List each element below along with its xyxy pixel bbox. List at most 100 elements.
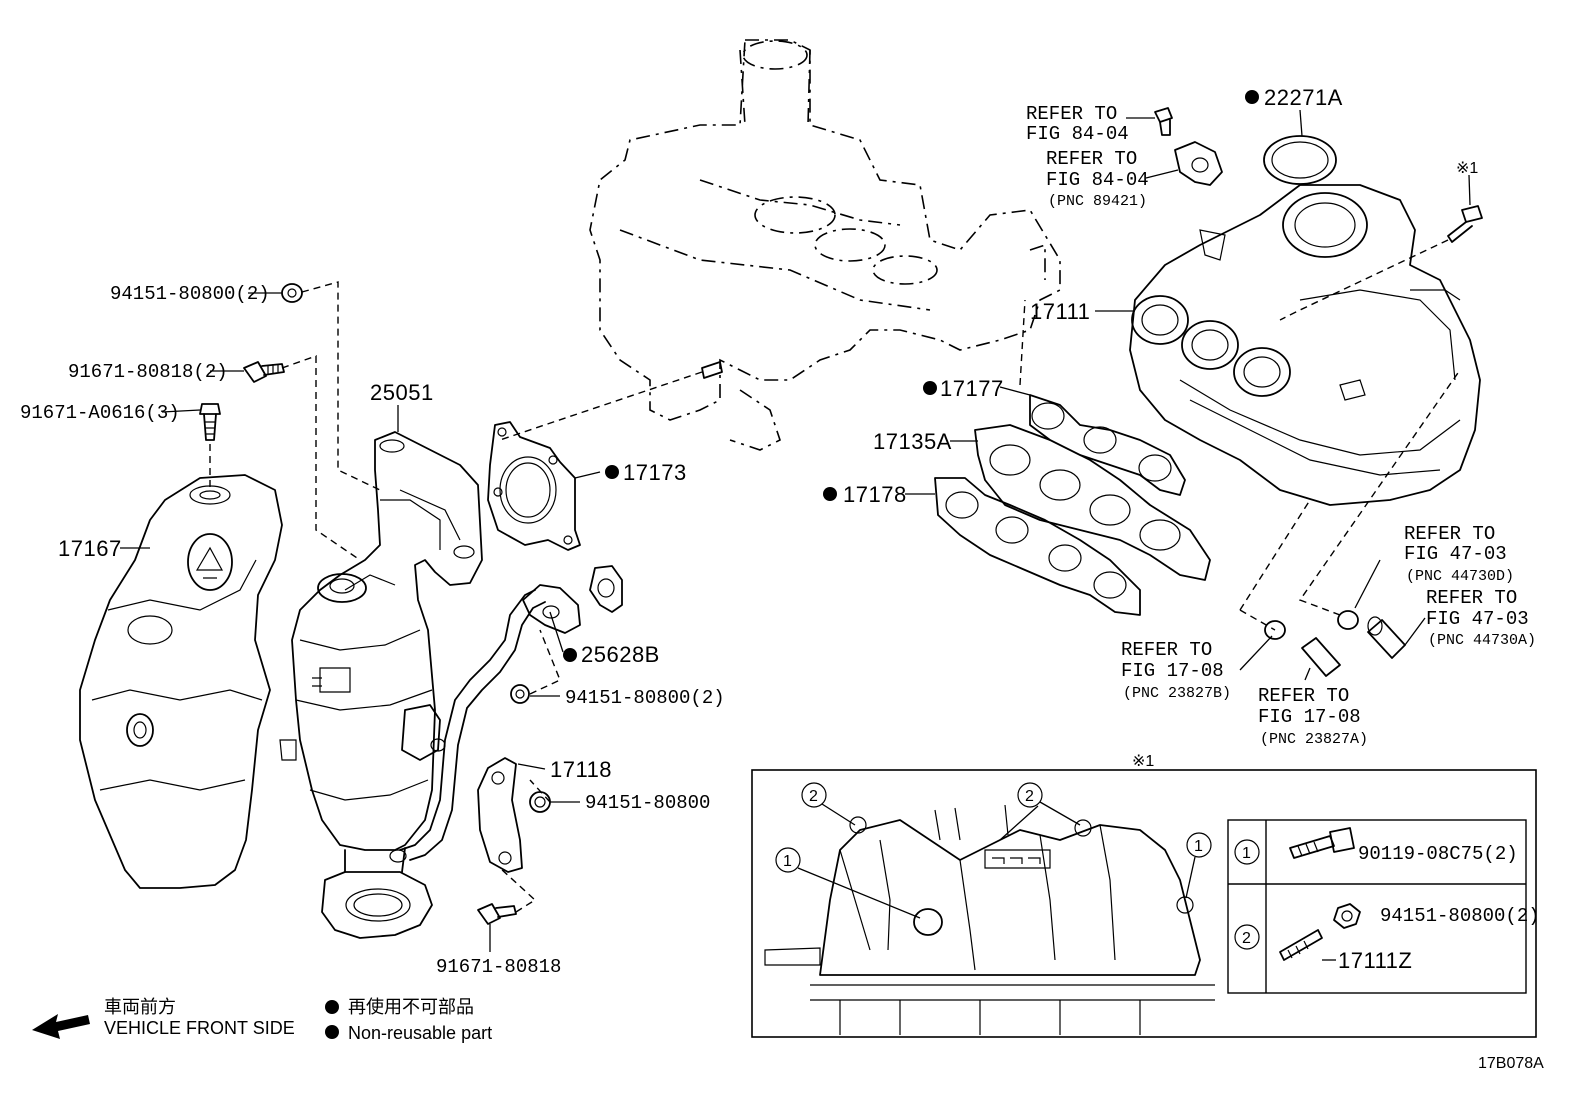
nonreusable-dots	[563, 90, 1259, 662]
label-17173: 17173	[623, 460, 687, 485]
heat-insulator-17167	[79, 474, 283, 889]
nonreuse-label-en: Non-reusable part	[348, 1023, 492, 1043]
note-mark-1: ※1	[1456, 160, 1478, 177]
legend: 車両前方 VEHICLE FRONT SIDE 再使用不可部品 Non-reus…	[32, 997, 492, 1043]
refer-47-03-a-line1: REFER TO	[1404, 523, 1495, 545]
inset-row-1-part: 90119-08C75(2)	[1358, 843, 1518, 865]
inset-row-2: 2 94151-80800(2) 17111Z	[1234, 903, 1540, 973]
stud-icon-17111Z	[1279, 929, 1323, 961]
leader-lines	[120, 109, 1471, 952]
engine-block-ghost	[589, 39, 1061, 451]
refer-47-03-b-line2: FIG 47-03	[1426, 608, 1529, 630]
refer-47-03-b-line1: REFER TO	[1426, 587, 1517, 609]
sensor-89421	[1174, 141, 1223, 186]
label-17167: 17167	[58, 536, 122, 561]
refer-47-03-b-line3: (PNC 44730A)	[1428, 632, 1536, 649]
refer-17-08-b-line1: REFER TO	[1258, 685, 1349, 707]
label-91671-80818-2: 91671-80818(2)	[68, 361, 228, 383]
inset-callout-2-mid: 2	[999, 782, 1081, 841]
inset-frame	[751, 769, 1537, 1038]
inset-row-2-num: 2	[1242, 930, 1251, 947]
inset-callout-1-right-text: 1	[1194, 838, 1203, 855]
inset-row-1-num: 1	[1242, 845, 1251, 862]
label-25051: 25051	[370, 380, 434, 405]
nonreuse-dot-icon-2	[325, 1025, 339, 1039]
dot-25628B	[563, 648, 577, 662]
label-91671-A0616-3: 91671-A0616(3)	[20, 402, 180, 424]
refer-17-08-b-line2: FIG 17-08	[1258, 706, 1361, 728]
hose-44730A	[1367, 616, 1406, 659]
refer-47-03-a-line2: FIG 47-03	[1404, 543, 1507, 565]
gasket-17173	[487, 421, 581, 551]
refer-84-04-b-line1: REFER TO	[1046, 148, 1137, 170]
inset-callout-2-left-text: 2	[809, 788, 818, 805]
dot-17173	[605, 465, 619, 479]
clamp-44730D	[1337, 610, 1359, 630]
gasket-17135A	[974, 424, 1211, 581]
gasket-25628B	[589, 565, 623, 613]
bolt-note-1	[1447, 205, 1483, 243]
inset-table: 1 90119-08C75(2) 2 94151-80800(2) 17111Z	[1227, 819, 1540, 994]
label-94151-80800-2-top: 94151-80800(2)	[110, 283, 270, 305]
refer-47-03-a-line3: (PNC 44730D)	[1406, 568, 1514, 585]
part-labels: 94151-80800(2) 91671-80818(2) 91671-A061…	[20, 85, 1343, 978]
figure-code: 17B078A	[1478, 1055, 1544, 1072]
front-arrow-icon	[32, 1014, 90, 1039]
refer-84-04-a-line1: REFER TO	[1026, 103, 1117, 125]
label-17118: 17118	[550, 757, 612, 782]
fastener-91671-80818	[477, 903, 517, 925]
label-25628B: 25628B	[581, 642, 660, 667]
refer-17-08-b-line3: (PNC 23827A)	[1260, 731, 1368, 748]
refer-84-04-b-line2: FIG 84-04	[1046, 169, 1149, 191]
bolt-icon-90119	[1289, 827, 1355, 859]
gasket-17178	[934, 477, 1141, 616]
refer-17-08-a-line1: REFER TO	[1121, 639, 1212, 661]
bracket-17118	[477, 757, 523, 873]
dot-17177	[923, 381, 937, 395]
exhaust-manifold-25051	[279, 431, 483, 939]
fastener-91671-80818-2	[243, 361, 285, 383]
label-17111: 17111	[1030, 299, 1090, 324]
inset-mark: ※1	[1132, 753, 1154, 770]
bolt-84-04	[1154, 107, 1173, 136]
refer-labels: REFER TO FIG 84-04 REFER TO FIG 84-04 (P…	[1026, 103, 1536, 748]
direction-label-jp: 車両前方	[104, 997, 176, 1017]
hose-23827A	[1301, 637, 1341, 677]
label-94151-80800: 94151-80800	[585, 792, 710, 814]
fastener-94151-top	[281, 283, 303, 303]
direction-label-en: VEHICLE FRONT SIDE	[104, 1018, 295, 1038]
inset-row-2-part-a: 94151-80800(2)	[1380, 905, 1540, 927]
inset-manifold-sketch	[764, 804, 1215, 1035]
dot-22271A	[1245, 90, 1259, 104]
refer-84-04-a-line2: FIG 84-04	[1026, 123, 1129, 145]
nonreuse-dot-icon	[325, 1000, 339, 1014]
stud-engine	[701, 361, 723, 379]
inset-row-2-part-b: 17111Z	[1338, 948, 1412, 973]
fastener-94151-mid	[510, 684, 530, 704]
egr-pipe	[389, 584, 581, 863]
gasket-17177	[1029, 394, 1186, 496]
refer-17-08-a-line3: (PNC 23827B)	[1123, 685, 1231, 702]
fastener-91671-A0616-3	[199, 403, 221, 441]
dot-17178	[823, 487, 837, 501]
fastener-94151-lower	[529, 791, 551, 813]
inset-callout-1-right: 1	[1185, 832, 1212, 899]
label-17177: 17177	[940, 376, 1004, 401]
inset-callout-1-left: 1	[775, 847, 921, 919]
inset-row-1: 1 90119-08C75(2)	[1234, 827, 1518, 865]
nut-icon-94151	[1333, 903, 1361, 929]
inset-callout-2-mid-text: 2	[1025, 788, 1034, 805]
assembly-lines	[209, 239, 1461, 913]
inset-detail: ※1 2 2	[751, 753, 1540, 1038]
inset-callout-1-left-text: 1	[783, 853, 792, 870]
label-17178: 17178	[843, 482, 907, 507]
intake-manifold-17111	[1129, 184, 1481, 506]
label-91671-80818: 91671-80818	[436, 956, 561, 978]
refer-84-04-b-line3: (PNC 89421)	[1048, 193, 1147, 210]
label-22271A: 22271A	[1264, 85, 1343, 110]
inset-callout-2-left: 2	[801, 782, 856, 826]
refer-17-08-a-line2: FIG 17-08	[1121, 660, 1224, 682]
label-17135A: 17135A	[873, 429, 952, 454]
label-94151-80800-2-mid: 94151-80800(2)	[565, 687, 725, 709]
